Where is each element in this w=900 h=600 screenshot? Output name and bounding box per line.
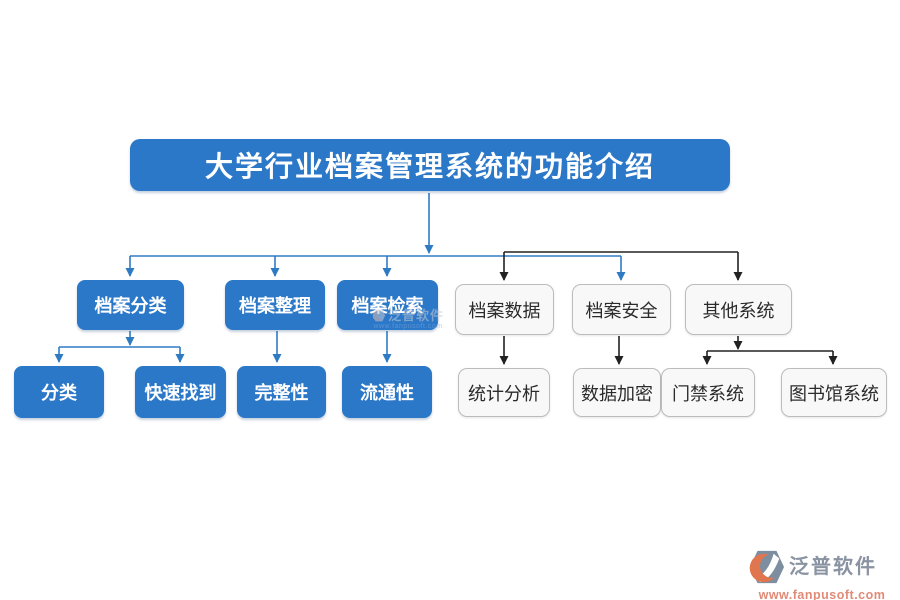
footer-logo: 泛普软件 www.fanpusoft.com	[748, 549, 896, 600]
center-watermark: 泛普软件 www.fanpusoft.com	[372, 309, 444, 330]
node-other-systems: 其他系统	[685, 284, 792, 335]
watermark-text: 泛普软件	[388, 308, 445, 323]
node-archive-classification: 档案分类	[77, 280, 184, 330]
logo-text: 泛普软件	[789, 556, 877, 578]
root-node-title: 大学行业档案管理系统的功能介绍	[130, 139, 730, 191]
node-archive-security: 档案安全	[572, 284, 671, 335]
node-quick-find: 快速找到	[135, 366, 226, 418]
watermark-url: www.fanpusoft.com	[373, 323, 443, 330]
node-archive-organize: 档案整理	[225, 280, 325, 330]
node-archive-search: 档案检索	[337, 280, 438, 330]
node-library-system: 图书馆系统	[781, 368, 887, 417]
fanpu-watermark-icon	[372, 309, 386, 322]
node-integrity: 完整性	[237, 366, 326, 418]
node-archive-data: 档案数据	[455, 284, 554, 335]
node-statistics-analysis: 统计分析	[458, 368, 550, 417]
node-circulation: 流通性	[342, 366, 432, 418]
logo-url: www.fanpusoft.com	[758, 588, 886, 600]
node-data-encryption: 数据加密	[573, 368, 661, 417]
fanpu-logo-icon	[749, 550, 785, 584]
node-classification: 分类	[14, 366, 104, 418]
node-access-control-system: 门禁系统	[661, 368, 755, 417]
